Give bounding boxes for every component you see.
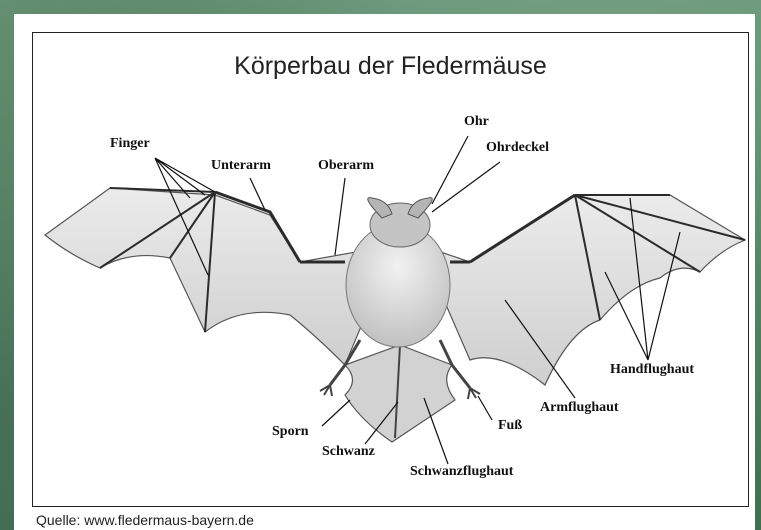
left-ear [368, 198, 392, 218]
left-wing-membrane [45, 188, 395, 365]
label-ohrdeckel: Ohrdeckel [486, 140, 549, 156]
label-schwanzflughaut: Schwanzflughaut [410, 464, 513, 480]
label-schwanz: Schwanz [322, 444, 375, 460]
label-oberarm: Oberarm [318, 158, 374, 174]
label-unterarm: Unterarm [211, 158, 271, 174]
leader-sporn [322, 400, 350, 426]
right-wing-membrane [420, 195, 745, 385]
leader-ohrdeckel [432, 162, 500, 212]
label-fuss: Fuß [498, 418, 522, 434]
leader-fuss [478, 396, 492, 420]
source-caption: Quelle: www.fledermaus-bayern.de [36, 512, 254, 528]
label-finger: Finger [110, 136, 150, 152]
label-ohr: Ohr [464, 114, 489, 130]
label-handflughaut: Handflughaut [610, 362, 694, 378]
right-ear [408, 198, 432, 218]
label-sporn: Sporn [272, 424, 309, 440]
left-foot [320, 385, 332, 396]
leader-ohr [432, 136, 468, 204]
leader-oberarm [335, 178, 345, 255]
label-armflughaut: Armflughaut [540, 400, 619, 416]
